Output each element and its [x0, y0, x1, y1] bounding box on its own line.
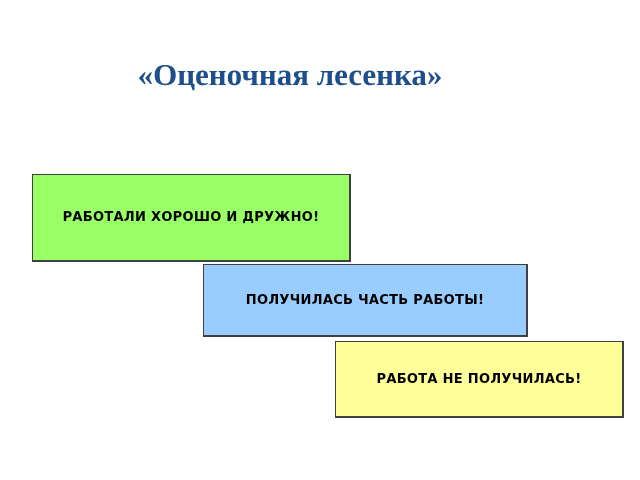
ladder-step-partial-work: ПОЛУЧИЛАСЬ ЧАСТЬ РАБОТЫ!: [203, 264, 528, 337]
slide-title: «Оценочная лесенка»: [137, 57, 443, 92]
step-label: РАБОТАЛИ ХОРОШО И ДРУЖНО!: [62, 210, 320, 225]
step-label: ПОЛУЧИЛАСЬ ЧАСТЬ РАБОТЫ!: [245, 292, 485, 308]
step-label: РАБОТА НЕ ПОЛУЧИЛАСЬ!: [376, 371, 582, 387]
ladder-step-did-not-work: РАБОТА НЕ ПОЛУЧИЛАСЬ!: [335, 341, 624, 418]
ladder-step-worked-well: РАБОТАЛИ ХОРОШО И ДРУЖНО!: [32, 174, 351, 262]
